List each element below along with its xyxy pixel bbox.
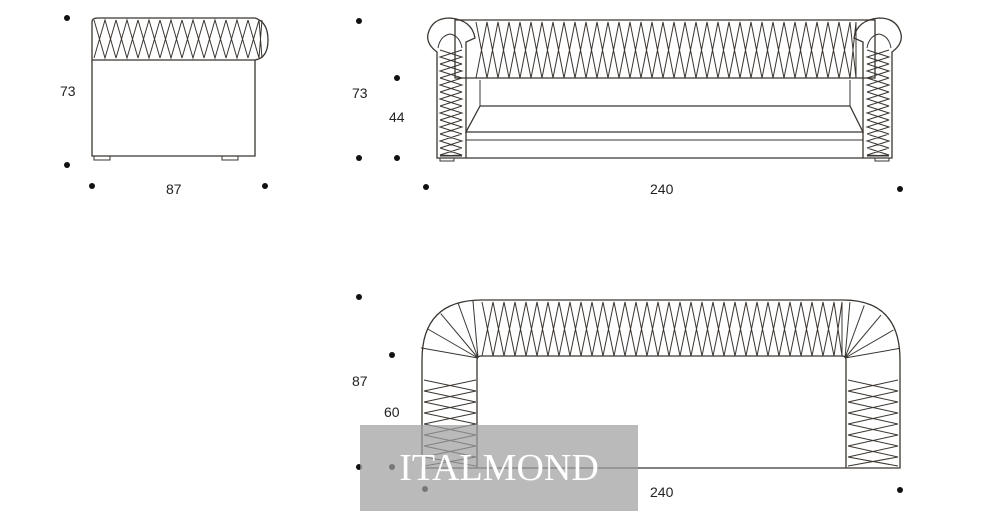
dimension-dot: [897, 186, 903, 192]
dimension-dot: [356, 464, 362, 470]
armchair-side-view: [91, 17, 269, 161]
armchair-width-label: 87: [166, 181, 182, 197]
dimension-dot: [356, 18, 362, 24]
sofa-front-width-label: 240: [650, 181, 674, 197]
watermark-text: ITALMOND: [399, 447, 599, 489]
sofa-top-seat-depth-label: 60: [384, 404, 400, 420]
sofa-top-view: [420, 299, 901, 469]
dimension-dot: [389, 352, 395, 358]
sofa-front-seat-height-label: 44: [389, 109, 405, 125]
right-arm-tufting: [865, 49, 891, 157]
sofa-top-width-label: 240: [650, 484, 674, 500]
dimension-dot: [262, 183, 268, 189]
armchair-height-label: 73: [60, 83, 76, 99]
dimension-dot: [423, 184, 429, 190]
dimension-dot: [394, 155, 400, 161]
dimension-dot: [64, 15, 70, 21]
sofa-front-tufting: [475, 21, 857, 79]
dimension-dot: [64, 162, 70, 168]
left-arm-tufting: [438, 49, 464, 157]
sofa-top-depth-label: 87: [352, 373, 368, 389]
dimension-dot: [356, 294, 362, 300]
sofa-front-view: [427, 17, 902, 162]
sofa-front-height-label: 73: [352, 85, 368, 101]
dimension-dot: [897, 487, 903, 493]
dimension-dot: [356, 155, 362, 161]
dimension-dot: [394, 75, 400, 81]
watermark: ITALMOND: [360, 425, 638, 511]
dimension-dot: [89, 183, 95, 189]
armchair-tufting: [93, 18, 263, 60]
